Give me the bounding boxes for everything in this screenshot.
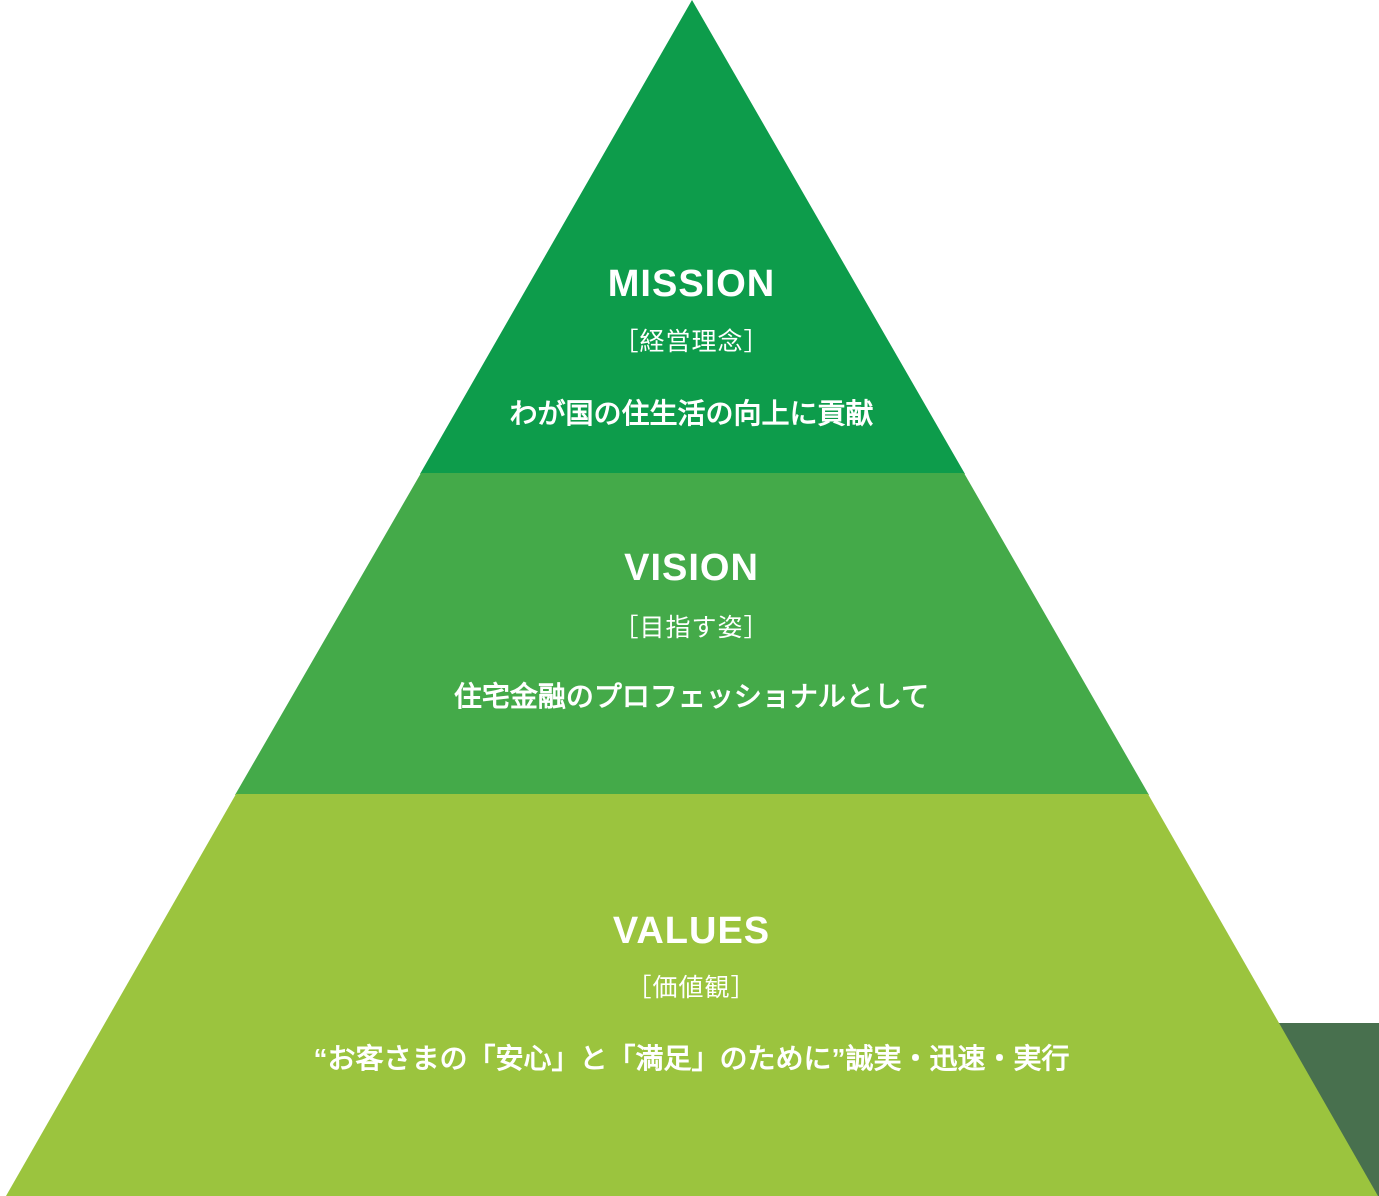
pyramid-tier-vision — [235, 473, 1149, 795]
pyramid-tier-values — [6, 794, 1378, 1196]
pyramid-tier-mission — [420, 0, 965, 474]
